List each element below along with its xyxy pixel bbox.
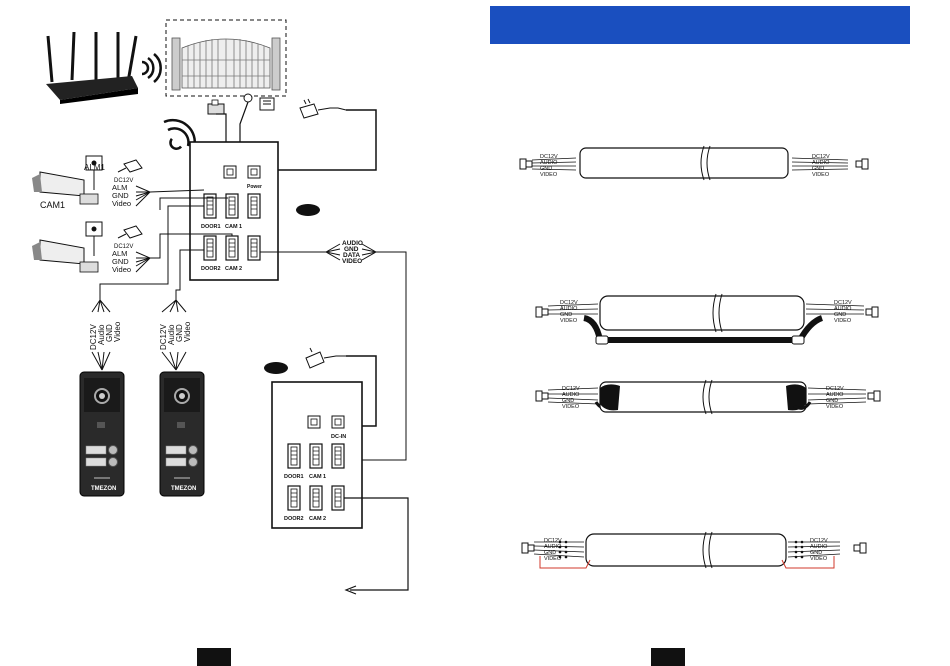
door1-wire-dc12v: DC12V: [89, 324, 98, 350]
cable1-left-dc12v: DC12V: [540, 154, 558, 160]
wifi-icon: [141, 53, 162, 83]
power-adapter-icon: [299, 98, 347, 119]
gate-icon: [165, 19, 287, 97]
monitor-badge-1: [296, 204, 320, 216]
door1-wire-gnd: GND: [105, 324, 114, 342]
cable2-right-audio: AUDIO: [834, 306, 852, 312]
cable2-left-video: VIDEO: [560, 318, 578, 324]
cable1-right-gnd: GND: [812, 166, 824, 172]
cable1-left-audio: AUDIO: [540, 160, 558, 166]
camera-1-icon: [32, 155, 103, 205]
door2-wire-audio: Audio: [167, 324, 176, 345]
cable4-right-gnd: GND: [810, 550, 822, 556]
dc-in-label: DC-IN: [331, 434, 346, 440]
cam1-adapter-icon: [117, 159, 143, 173]
electric-lock-icon: [207, 99, 225, 115]
cam2-wire-dc12v: DC12V: [114, 244, 133, 250]
cam1-wire-gnd: GND: [112, 191, 129, 200]
door-station-2: [159, 371, 205, 497]
cable1-right-video: VIDEO: [812, 172, 830, 178]
cable1-right-audio: AUDIO: [812, 160, 830, 166]
cable4-left-gnd: GND: [544, 550, 556, 556]
cable4-right-video: VIDEO: [810, 556, 828, 562]
cam2-adapter-icon: [117, 225, 143, 239]
cam1-label: CAM1: [40, 200, 65, 210]
camera-2-icon: [32, 221, 103, 273]
door2-wire-gnd: GND: [175, 324, 184, 342]
cable1-left-gnd: GND: [540, 166, 552, 172]
cable3-left-audio: AUDIO: [562, 392, 580, 398]
cable2-left-gnd: GND: [560, 312, 572, 318]
cam1-wire-dc12v: DC12V: [114, 178, 133, 184]
bus-wire-video: VIDEO: [342, 258, 362, 265]
door2-wire-dc12v: DC12V: [159, 324, 168, 350]
cable2-left-dc12v: DC12V: [560, 300, 578, 306]
door2-brand: TMEZON: [171, 486, 196, 492]
bus-wire-data: DATA: [343, 252, 360, 259]
door2-wire-video: Video: [183, 321, 192, 342]
cable2-left-audio: AUDIO: [560, 306, 578, 312]
extension-arrow: [344, 497, 409, 595]
port-label-cam1-b: CAM 1: [309, 474, 326, 480]
port-label-door2: DOOR2: [201, 266, 221, 272]
power-adapter-icon-2: [305, 347, 346, 369]
cam1-wire-alm: ALM: [112, 183, 127, 192]
cable-diagram-3: [535, 379, 881, 415]
port-label-cam1: CAM 1: [225, 224, 242, 230]
cable3-right-gnd: GND: [826, 398, 838, 404]
port-label-door2-b: DOOR2: [284, 516, 304, 522]
section-header-bar: [490, 6, 910, 44]
monitor-bottom: DC-IN DOOR1 CAM 1 DOOR2 CAM 2: [271, 381, 363, 529]
cam2-wire-gnd: GND: [112, 257, 129, 266]
bus-wire-audio: AUDIO: [342, 240, 363, 247]
cable3-right-video: VIDEO: [826, 404, 844, 410]
cable4-right-audio: AUDIO: [810, 544, 828, 550]
port-label-door1-b: DOOR1: [284, 474, 304, 480]
cable-diagram-1: [519, 145, 869, 181]
cable3-right-dc12v: DC12V: [826, 386, 844, 392]
cable1-left-video: VIDEO: [540, 172, 558, 178]
door1-wire-video: Video: [113, 321, 122, 342]
page-number-tab-right: [651, 648, 685, 666]
cam1-wire-video: Video: [112, 199, 131, 208]
cable-diagram-2: [535, 293, 879, 345]
router-icon: [46, 31, 138, 104]
monitor-top: Power DOOR1 CAM 1 DOOR2 CAM 2: [189, 141, 279, 281]
cable4-left-audio: AUDIO: [544, 544, 562, 550]
door1-wire-audio: Audio: [97, 324, 106, 345]
cam2-wire-alm: ALM: [112, 249, 127, 258]
cable2-right-video: VIDEO: [834, 318, 852, 324]
power-port-label: Power: [247, 184, 262, 190]
cable3-left-gnd: GND: [562, 398, 574, 404]
cable2-right-gnd: GND: [834, 312, 846, 318]
cable1-right-dc12v: DC12V: [812, 154, 830, 160]
cable4-left-dc12v: DC12V: [544, 538, 562, 544]
bus-wire-gnd: GND: [344, 246, 359, 253]
port-label-cam2: CAM 2: [225, 266, 242, 272]
cable2-right-dc12v: DC12V: [834, 300, 852, 306]
cable3-right-audio: AUDIO: [826, 392, 844, 398]
cable4-left-video: VIDEO: [544, 556, 562, 562]
door-station-1: [79, 371, 125, 497]
door1-brand: TMEZON: [91, 486, 116, 492]
cable3-left-dc12v: DC12V: [562, 386, 580, 392]
port-label-cam2-b: CAM 2: [309, 516, 326, 522]
monitor-badge-2: [264, 362, 288, 374]
cable4-right-dc12v: DC12V: [810, 538, 828, 544]
cable3-left-video: VIDEO: [562, 404, 580, 410]
cam1-alarm-label: ALM1: [84, 163, 105, 172]
cable-diagram-4: [521, 531, 867, 569]
cam2-wire-video: Video: [112, 265, 131, 274]
port-label-door1: DOOR1: [201, 224, 221, 230]
page-number-tab-left: [197, 648, 231, 666]
